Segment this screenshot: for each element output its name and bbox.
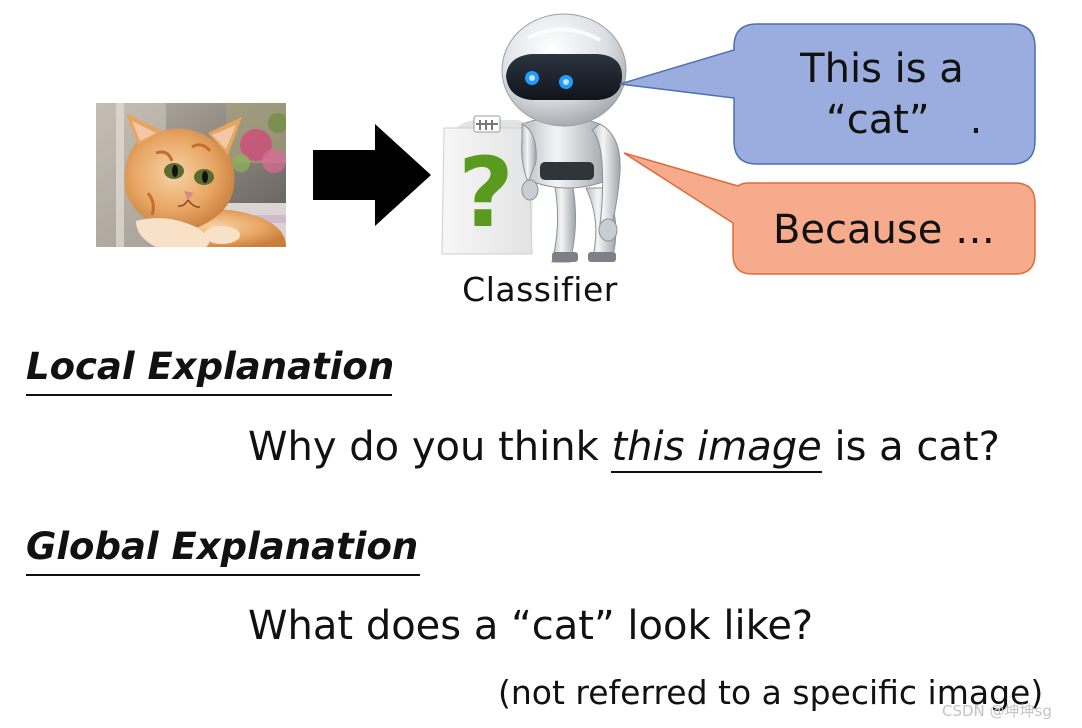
local-explanation-heading: Local Explanation: [26, 345, 395, 388]
speech-bubbles: [619, 23, 1036, 275]
local-question-prefix: Why do you think: [248, 424, 612, 470]
local-question-emphasis: this image: [611, 424, 822, 473]
question-mark-icon: ?: [458, 137, 514, 249]
global-note: (not referred to a specific image): [498, 673, 1044, 712]
global-explanation-heading: Global Explanation: [26, 525, 419, 568]
prediction-bubble: [619, 23, 1036, 165]
global-question: What does a “cat” look like?: [248, 603, 814, 649]
global-heading-underline: [26, 574, 420, 576]
reason-bubble: [623, 152, 1036, 275]
prediction-bubble-line2: “cat” .: [826, 97, 983, 143]
local-question: Why do you think this image is a cat?: [248, 421, 1000, 473]
cat-photo: [96, 103, 286, 247]
robot-icon: ?: [441, 13, 627, 263]
reason-bubble-text: Because …: [772, 207, 996, 253]
watermark: CSDN @坤坤sg: [942, 702, 1052, 720]
classifier-label: Classifier: [462, 270, 618, 309]
right-arrow-icon: [313, 124, 431, 226]
local-heading-underline: [26, 394, 392, 396]
local-question-suffix: is a cat?: [821, 424, 1000, 470]
prediction-bubble-line1: This is a: [800, 46, 964, 92]
